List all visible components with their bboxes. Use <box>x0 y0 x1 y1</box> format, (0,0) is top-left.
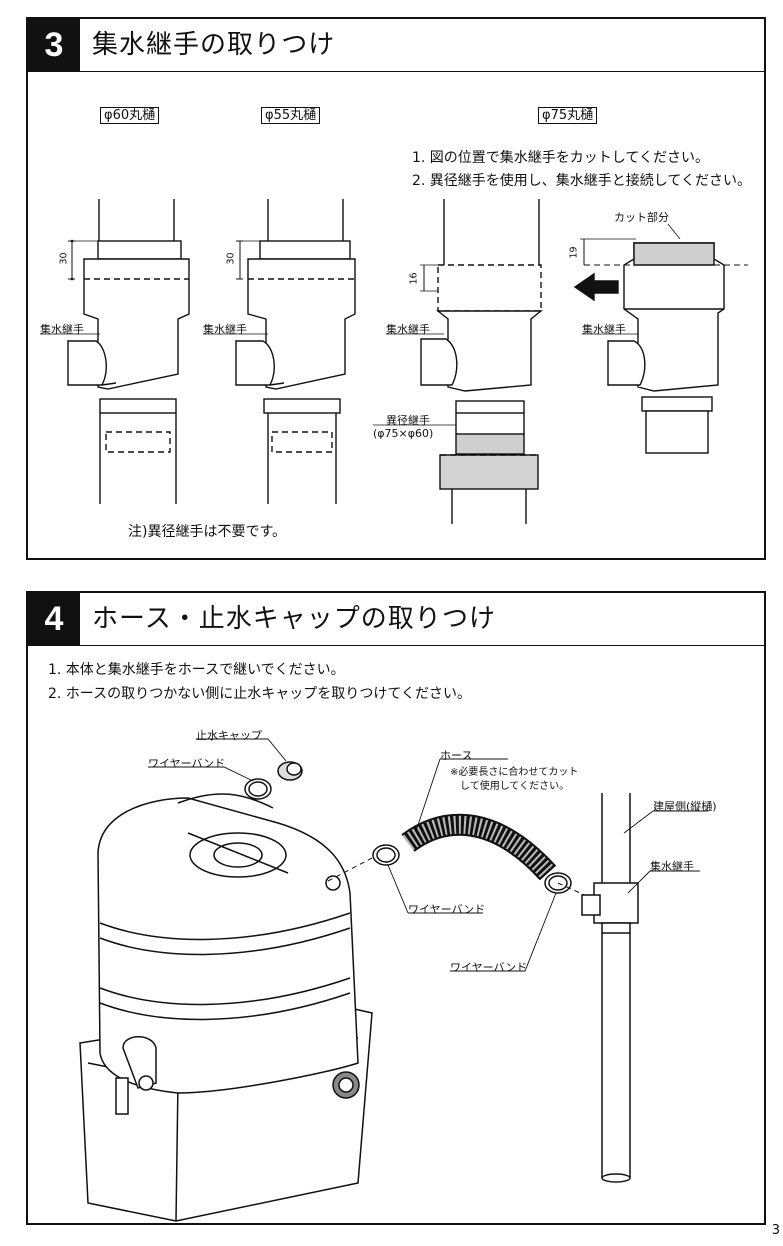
section-4-number: 4 <box>28 593 80 645</box>
label-hose: ホース <box>440 749 473 762</box>
section-3-instruction-1: 1. 図の位置で集水継手をカットしてください。 <box>412 150 709 166</box>
label-building-side: 建屋側(縦樋) <box>653 800 717 813</box>
label-wire-band-3: ワイヤーバンド <box>450 961 528 974</box>
dim-30-b: 30 <box>225 252 237 265</box>
label-collector-4: 集水継手 <box>582 323 626 336</box>
fitting-phi75-after <box>580 223 748 454</box>
page-number: 3 <box>771 1223 780 1238</box>
fitting-phi55 <box>235 199 356 504</box>
fitting-phi75-before <box>420 199 543 524</box>
dim-16: 16 <box>408 272 420 285</box>
label-hose-note-1: ※必要長さに合わせてカット <box>450 767 579 778</box>
section-3-number: 3 <box>28 19 80 71</box>
label-wire-band-2: ワイヤーバンド <box>408 903 486 916</box>
left-arrow-icon <box>573 272 619 302</box>
wire-band-icon <box>544 872 572 894</box>
section-3-diagram <box>40 199 748 524</box>
section-3-title: 集水継手の取りつけ <box>92 30 336 60</box>
label-phi55: φ55丸樋 <box>261 107 321 124</box>
section-3: 3 集水継手の取りつけ <box>26 17 766 560</box>
label-reducer-size: (φ75×φ60) <box>373 427 434 440</box>
wire-band-icon <box>244 778 272 800</box>
section-4-header: 4 ホース・止水キャップの取りつけ <box>28 593 764 646</box>
section-4-instruction-2: 2. ホースの取りつかない側に止水キャップを取りつけてください。 <box>48 686 471 702</box>
downspout <box>581 793 639 1183</box>
section-4-instruction-1: 1. 本体と集水継手をホースで継いでください。 <box>48 662 345 678</box>
section-3-instruction-2: 2. 異径継手を使用し、集水継手と接続してください。 <box>412 173 751 189</box>
rain-tank <box>79 793 373 1222</box>
label-hose-note-2: して使用してください。 <box>460 781 570 792</box>
fitting-phi60 <box>67 199 190 504</box>
section-3-note: 注)異径継手は不要です。 <box>128 524 287 540</box>
label-stop-cap: 止水キャップ <box>196 729 262 742</box>
label-reducer: 異径継手 <box>386 414 430 427</box>
section-4: 4 ホース・止水キャップの取りつけ 1. 本体と集水継手をホースで継いでください… <box>26 591 766 1225</box>
section-3-header: 3 集水継手の取りつけ <box>28 19 764 72</box>
label-cut-part: カット部分 <box>614 211 669 224</box>
dim-30-a: 30 <box>58 252 70 265</box>
section-4-diagram <box>79 738 708 1222</box>
section-4-title: ホース・止水キャップの取りつけ <box>92 604 496 634</box>
stop-cap-icon <box>277 761 303 781</box>
label-collector-1: 集水継手 <box>40 323 84 336</box>
label-collector-2: 集水継手 <box>203 323 247 336</box>
label-collector: 集水継手 <box>650 860 694 873</box>
label-collector-3: 集水継手 <box>386 323 430 336</box>
label-wire-band-1: ワイヤーバンド <box>148 757 226 770</box>
label-phi60: φ60丸樋 <box>100 107 160 124</box>
label-phi75: φ75丸樋 <box>538 107 598 124</box>
wire-band-icon <box>372 844 400 866</box>
dim-19: 19 <box>568 246 580 259</box>
